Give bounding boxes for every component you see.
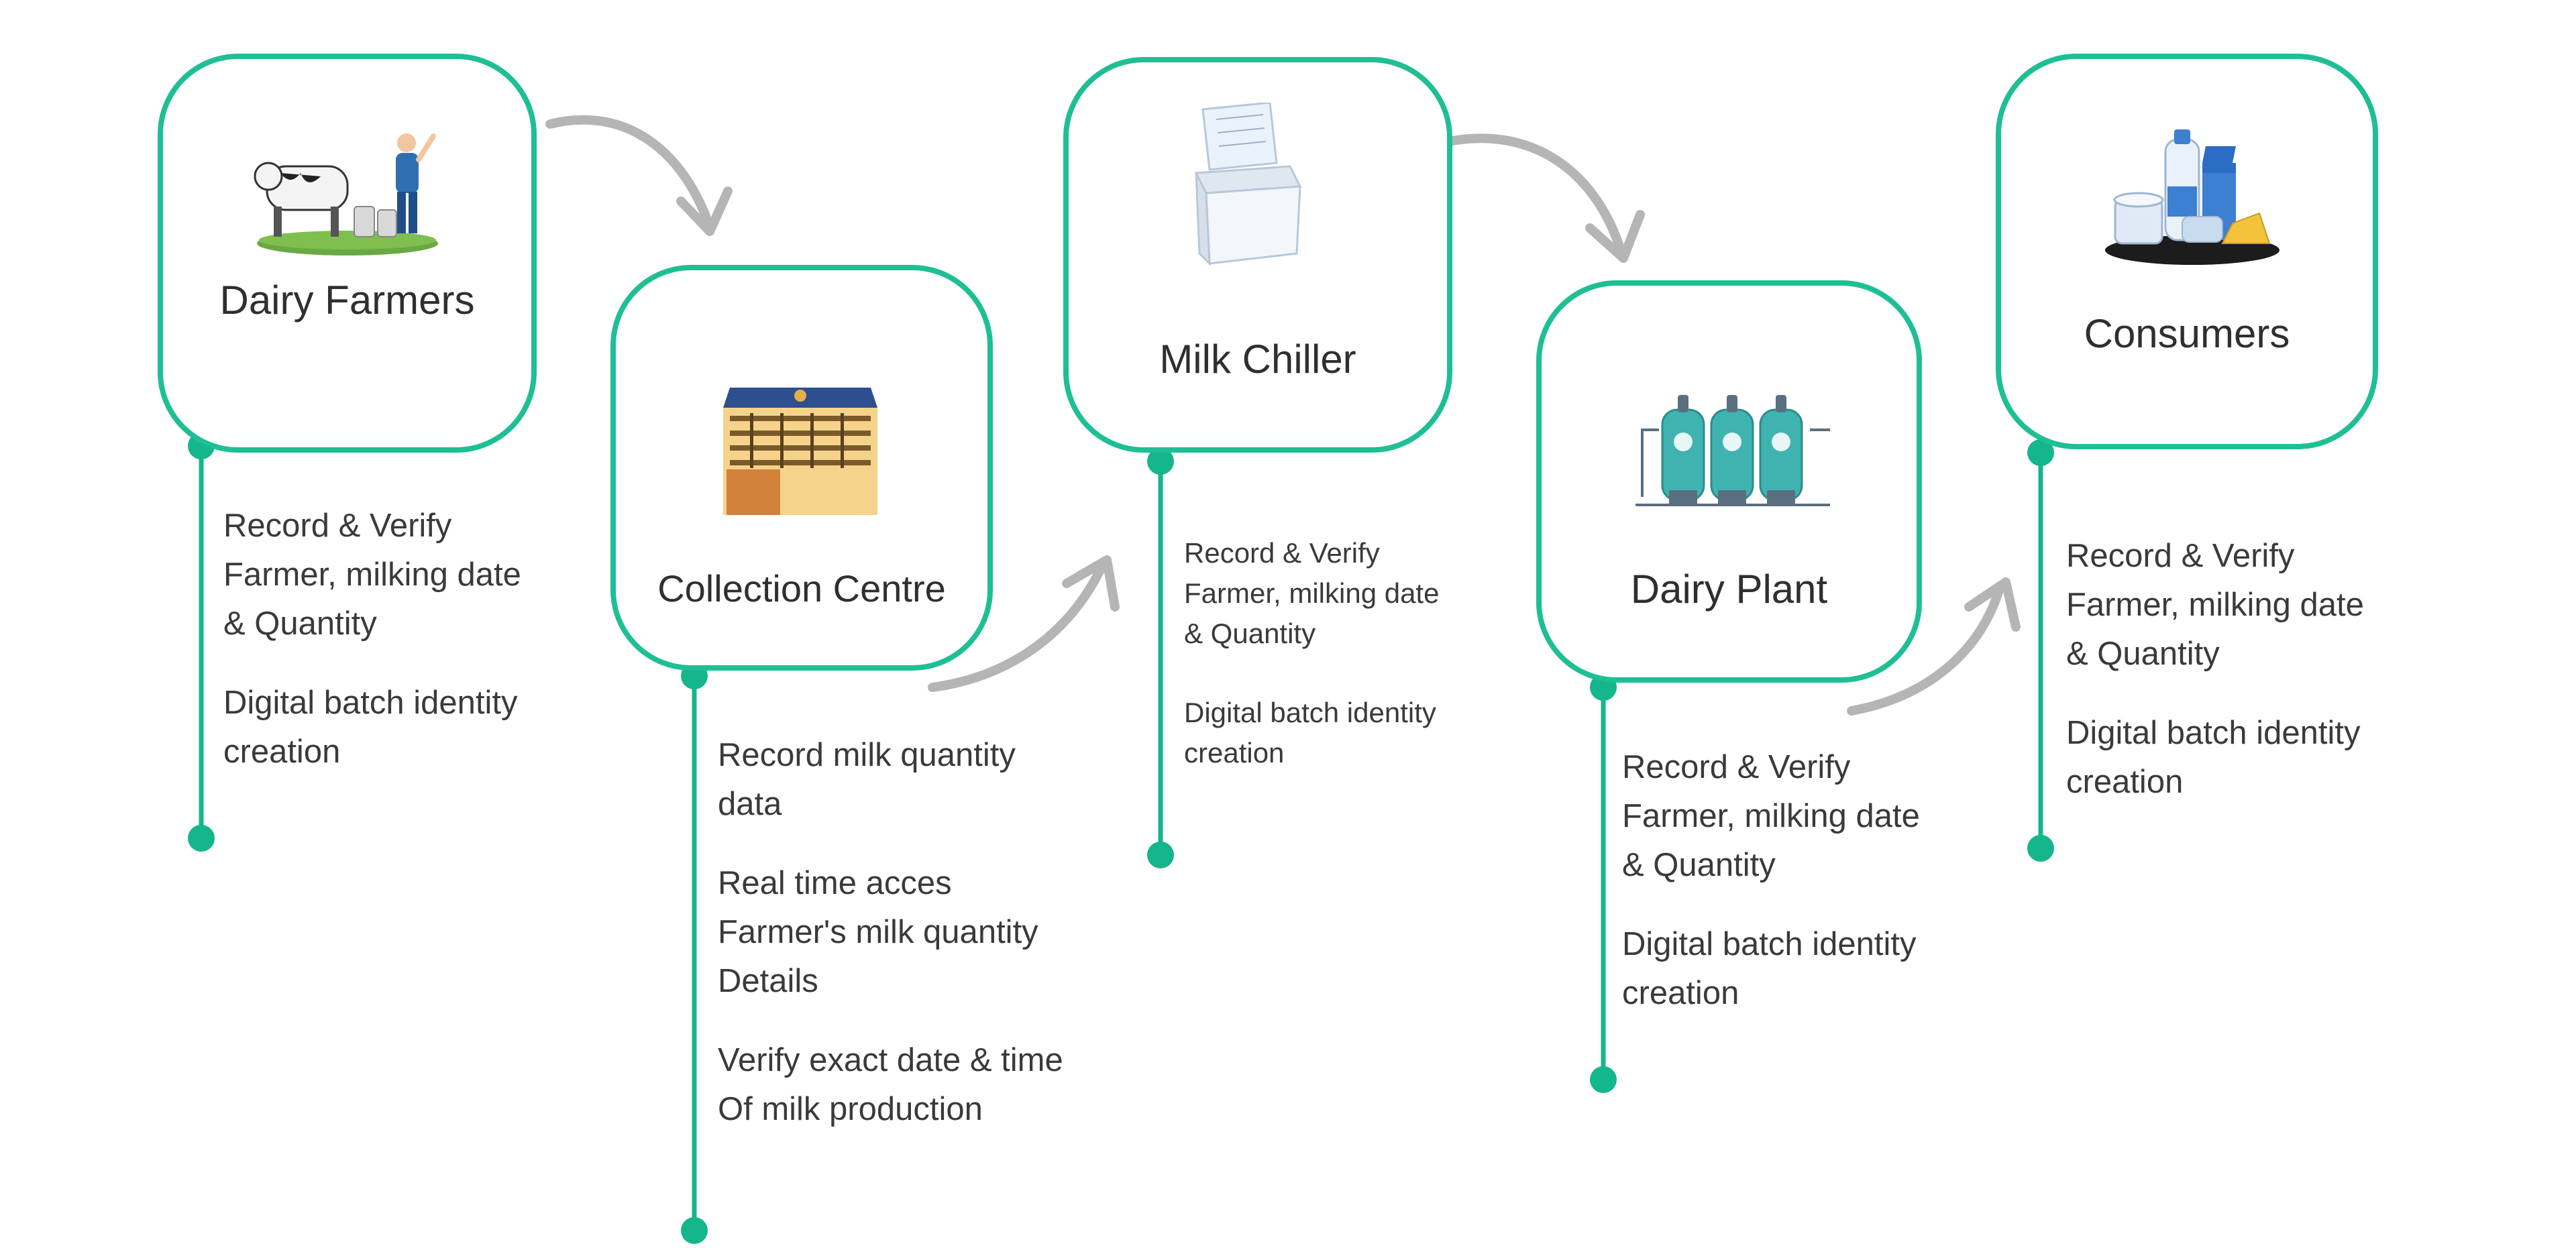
description-line: Farmer, milking date bbox=[1184, 577, 1440, 609]
stage-title: Dairy Farmers bbox=[219, 278, 475, 323]
stage-card-dairy-plant: Dairy Plant bbox=[1536, 280, 1922, 683]
stage-title: Consumers bbox=[2084, 311, 2290, 356]
description-line: Record & Verify bbox=[1622, 749, 1851, 785]
description-paragraph: Record & Verify Farmer, milking date & Q… bbox=[2066, 532, 2364, 679]
description-line: & Quantity bbox=[1622, 847, 1776, 883]
timeline-dot-bottom bbox=[1590, 1066, 1617, 1093]
stage-description-collection-centre: Record milk quantity data Real time acce… bbox=[718, 731, 1063, 1164]
description-paragraph: Digital batch identity creation bbox=[2066, 709, 2364, 807]
stage-title: Collection Centre bbox=[657, 567, 946, 610]
chest-freezer-icon bbox=[1194, 103, 1302, 266]
timeline-dot-top bbox=[2027, 439, 2054, 466]
stage-description-consumers: Record & Verify Farmer, milking date & Q… bbox=[2066, 532, 2364, 837]
description-paragraph: Digital batch identity creation bbox=[1622, 920, 1920, 1018]
description-line: Digital batch identity bbox=[2066, 715, 2361, 751]
description-paragraph: Digital batch identity creation bbox=[1184, 693, 1439, 773]
dairy-products-icon bbox=[2105, 129, 2279, 265]
description-paragraph: Verify exact date & time Of milk product… bbox=[718, 1036, 1063, 1134]
description-paragraph: Digital batch identity creation bbox=[223, 679, 521, 777]
description-line: Farmer, milking date bbox=[2066, 587, 2364, 623]
description-line: Record milk quantity bbox=[718, 737, 1016, 773]
arrow-chiller-to-plant bbox=[1448, 133, 1625, 253]
timeline-dot-bottom bbox=[1147, 842, 1174, 868]
description-line: Record & Verify bbox=[2066, 538, 2295, 574]
stage-card-collection-centre: Collection Centre bbox=[610, 265, 993, 671]
description-line: Details bbox=[718, 963, 818, 999]
collection-centre-building-icon bbox=[723, 388, 877, 515]
description-line: creation bbox=[223, 734, 341, 770]
description-line: & Quantity bbox=[223, 606, 377, 642]
timeline-dot-top bbox=[1147, 448, 1174, 475]
description-line: Record & Verify bbox=[223, 508, 452, 544]
description-line: Record & Verify bbox=[1184, 537, 1380, 569]
description-line: Farmer's milk quantity bbox=[718, 914, 1038, 950]
stage-description-dairy-farmers: Record & Verify Farmer, milking date & Q… bbox=[223, 502, 521, 807]
description-line: Of milk production bbox=[718, 1091, 983, 1127]
description-line: creation bbox=[2066, 764, 2184, 800]
timeline-dot-bottom bbox=[681, 1217, 708, 1244]
description-line: Verify exact date & time bbox=[718, 1042, 1063, 1078]
description-line: Farmer, milking date bbox=[1622, 798, 1920, 834]
arrow-farmers-to-collection bbox=[545, 115, 712, 226]
description-line: & Quantity bbox=[2066, 636, 2220, 672]
description-paragraph: Real time acces Farmer's milk quantity D… bbox=[718, 859, 1063, 1006]
description-line: creation bbox=[1622, 975, 1739, 1011]
description-paragraph: Record & Verify Farmer, milking date & Q… bbox=[1622, 743, 1920, 890]
arrow-collection-to-chiller bbox=[928, 565, 1105, 692]
stage-description-milk-chiller: Record & Verify Farmer, milking date & Q… bbox=[1184, 533, 1439, 812]
description-line: creation bbox=[1184, 737, 1285, 768]
description-paragraph: Record milk quantity data bbox=[718, 731, 1063, 829]
farmer-with-cow-icon bbox=[254, 133, 438, 255]
stage-description-dairy-plant: Record & Verify Farmer, milking date & Q… bbox=[1622, 743, 1920, 1048]
description-paragraph: Record & Verify Farmer, milking date & Q… bbox=[223, 502, 521, 648]
stage-card-consumers: Consumers bbox=[1996, 54, 2378, 449]
description-line: Real time acces bbox=[718, 865, 952, 901]
stage-card-milk-chiller: Milk Chiller bbox=[1063, 57, 1452, 453]
stage-title: Dairy Plant bbox=[1630, 567, 1828, 612]
description-line: data bbox=[718, 786, 782, 822]
description-line: & Quantity bbox=[1184, 618, 1316, 649]
timeline-dot-bottom bbox=[2027, 835, 2054, 862]
milk-tanks-icon bbox=[1635, 395, 1830, 506]
description-paragraph: Record & Verify Farmer, milking date & Q… bbox=[1184, 533, 1439, 654]
stage-card-dairy-farmers: Dairy Farmers bbox=[158, 54, 537, 453]
description-line: Digital batch identity bbox=[1184, 697, 1436, 728]
description-line: Digital batch identity bbox=[1622, 926, 1917, 962]
stage-title: Milk Chiller bbox=[1159, 337, 1356, 382]
arrow-plant-to-consumers bbox=[1847, 585, 2004, 716]
description-line: Farmer, milking date bbox=[223, 557, 521, 593]
description-line: Digital batch identity bbox=[223, 685, 518, 721]
timeline-dot-bottom bbox=[188, 825, 215, 852]
